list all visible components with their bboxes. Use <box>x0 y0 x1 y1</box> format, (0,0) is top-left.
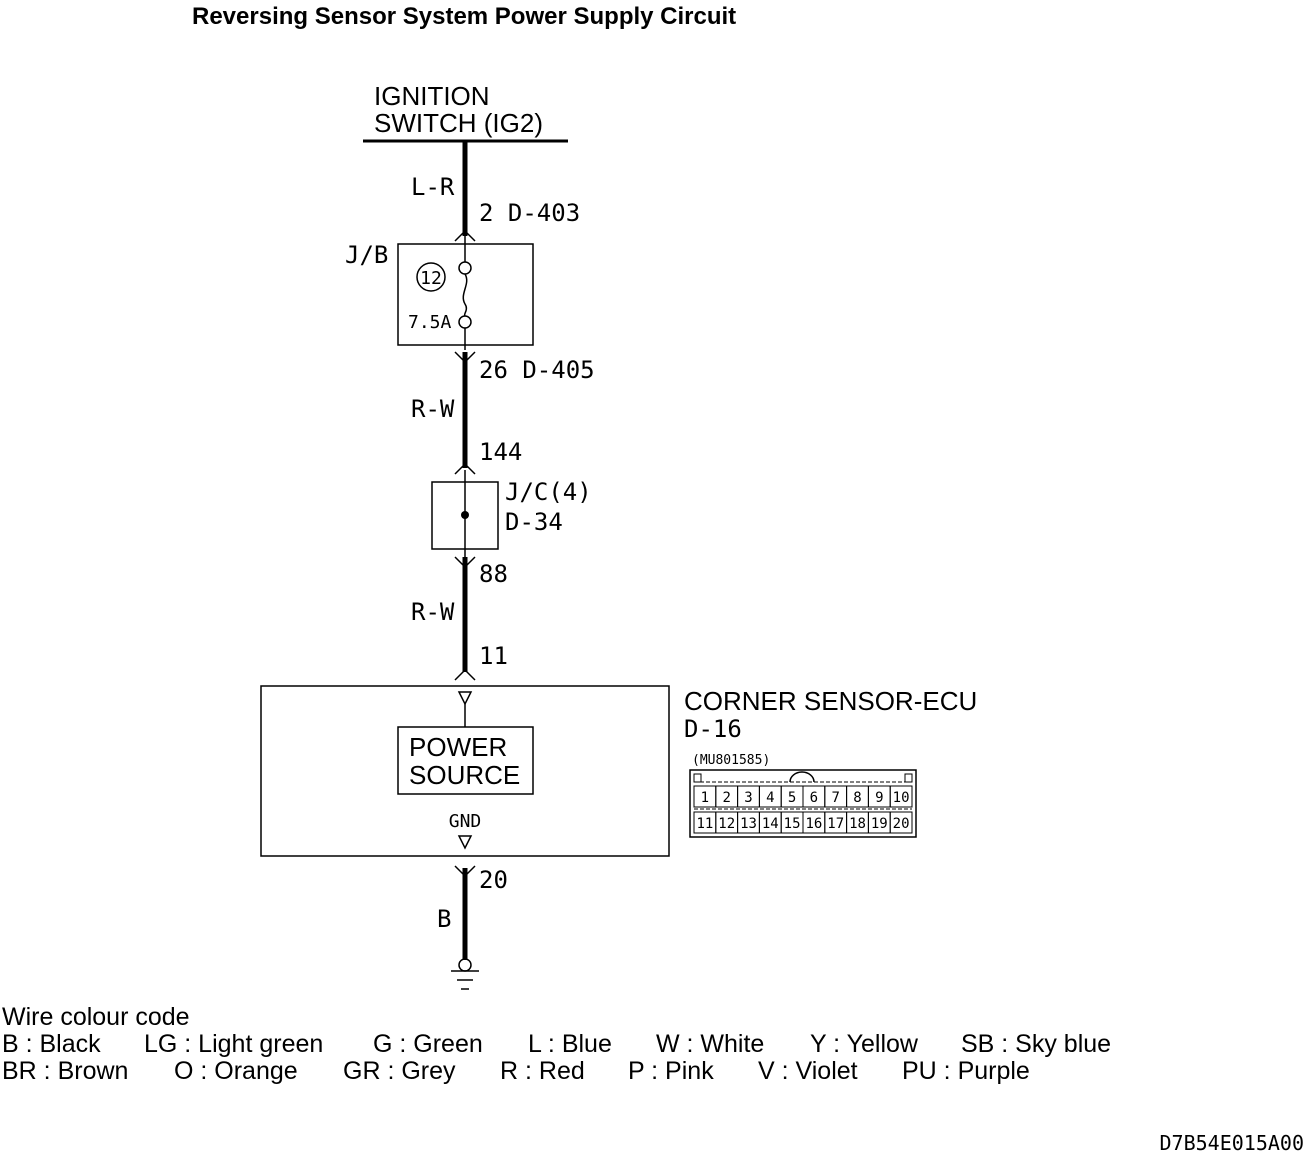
ecu-gnd-terminal <box>457 835 473 850</box>
figure-reference: D7B54E015A00 <box>1160 1131 1305 1152</box>
wire-code-entry: PU : Purple <box>902 1057 1030 1085</box>
ecu-box <box>260 685 670 857</box>
connector-latch-right <box>904 773 913 783</box>
ecu-part-number: (MU801585) <box>692 753 770 768</box>
connector-pin-number: 15 <box>784 816 801 832</box>
fuse-terminal-bottom <box>458 315 472 329</box>
ecu-gnd-label: GND <box>449 811 482 832</box>
connector-pin-number: 8 <box>853 790 861 806</box>
connector-pin-number: 20 <box>893 816 910 832</box>
connector-pin-number: 13 <box>740 816 757 832</box>
connector-pin-number: 18 <box>849 816 866 832</box>
wire-code-entry: BR : Brown <box>2 1057 128 1085</box>
connector-pin-number: 17 <box>827 816 844 832</box>
ignition-label-line1: IGNITION <box>374 81 490 111</box>
ground-symbol <box>451 958 479 990</box>
connector-pin-cell <box>889 811 913 834</box>
connector-face-outline <box>689 769 917 838</box>
connector-lock-tab <box>789 771 815 783</box>
connector-pin-number: 1 <box>701 790 709 806</box>
fuse-rating: 7.5A <box>408 312 452 333</box>
power-source-line2: SOURCE <box>409 760 520 790</box>
wire-code-entry: P : Pink <box>628 1057 714 1085</box>
connector-pin-number: 7 <box>831 790 839 806</box>
ecu-code: D-16 <box>684 715 742 743</box>
connector-pin-number: 2 <box>722 790 730 806</box>
connector-pin-number: 9 <box>875 790 883 806</box>
wire-code-row-2: BR : Brown O : Orange GR : Grey R : Red … <box>2 1057 1030 1085</box>
wire-code-row-1: B : Black LG : Light green G : Green L :… <box>2 1030 1111 1058</box>
connector-pin-number: 10 <box>893 790 910 806</box>
wire-code-entry: O : Orange <box>174 1057 298 1085</box>
power-source-line1: POWER <box>409 732 507 762</box>
fuse-number-circle <box>416 262 446 292</box>
connector-latch-left <box>693 773 702 783</box>
connector-pin-number: 4 <box>766 790 774 806</box>
connector-pin-number: 16 <box>805 816 822 832</box>
fuse-terminal-top <box>458 261 472 275</box>
connector-jb-in: 2 D-403 <box>479 199 580 227</box>
wire-color-l-r: L-R <box>411 173 455 201</box>
connector-pin-number: 3 <box>744 790 752 806</box>
connector-pin-number: 14 <box>762 816 779 832</box>
connector-mark-jb-in <box>454 229 476 242</box>
wire-color-r-w-upper: R-W <box>411 395 455 423</box>
connector-pin-number: 11 <box>696 816 713 832</box>
connector-jc-in: 144 <box>479 438 522 466</box>
connector-pin-cell <box>889 785 913 808</box>
wire-code-entry: LG : Light green <box>144 1030 323 1058</box>
wire-code-entry: B : Black <box>2 1030 101 1058</box>
jc-splice-dot <box>461 511 469 519</box>
connector-jb-out: 26 D-405 <box>479 356 595 384</box>
joint-connector-code: D-34 <box>505 508 563 536</box>
wire-code-entry: SB : Sky blue <box>961 1030 1111 1058</box>
fuse-number: 12 <box>420 268 442 289</box>
connector-pin-number: 5 <box>788 790 796 806</box>
wire-code-entry: W : White <box>656 1030 764 1058</box>
wire-code-entry: G : Green <box>373 1030 483 1058</box>
wire-code-entry: GR : Grey <box>343 1057 456 1085</box>
wire-code-entry: V : Violet <box>758 1057 858 1085</box>
ecu-input-terminal <box>457 691 473 706</box>
joint-connector-label: J/C(4) <box>505 478 592 506</box>
junction-block-label: J/B <box>345 241 388 269</box>
diagram-title: Reversing Sensor System Power Supply Cir… <box>192 3 736 30</box>
connector-pin-number: 6 <box>810 790 818 806</box>
fuse-element <box>462 273 468 317</box>
connector-ecu-in: 11 <box>479 642 508 670</box>
connector-mark-jc-in <box>454 462 476 475</box>
wire-code-entry: Y : Yellow <box>810 1030 919 1058</box>
wire-code-heading: Wire colour code <box>2 1003 190 1031</box>
connector-pin-number: 19 <box>871 816 888 832</box>
ignition-label-line2: SWITCH (IG2) <box>374 108 543 138</box>
connector-jc-out: 88 <box>479 560 508 588</box>
wire-code-entry: R : Red <box>500 1057 585 1085</box>
wire-code-entry: L : Blue <box>528 1030 612 1058</box>
wire-color-b: B <box>437 905 451 933</box>
connector-pin-number: 12 <box>718 816 735 832</box>
power-source-box <box>397 726 534 795</box>
connector-ecu-gnd: 20 <box>479 866 508 894</box>
connector-mark-ecu-in <box>454 668 476 681</box>
ground-terminal <box>458 958 472 972</box>
ecu-name: CORNER SENSOR-ECU <box>684 686 977 716</box>
wire-color-r-w-lower: R-W <box>411 598 455 626</box>
